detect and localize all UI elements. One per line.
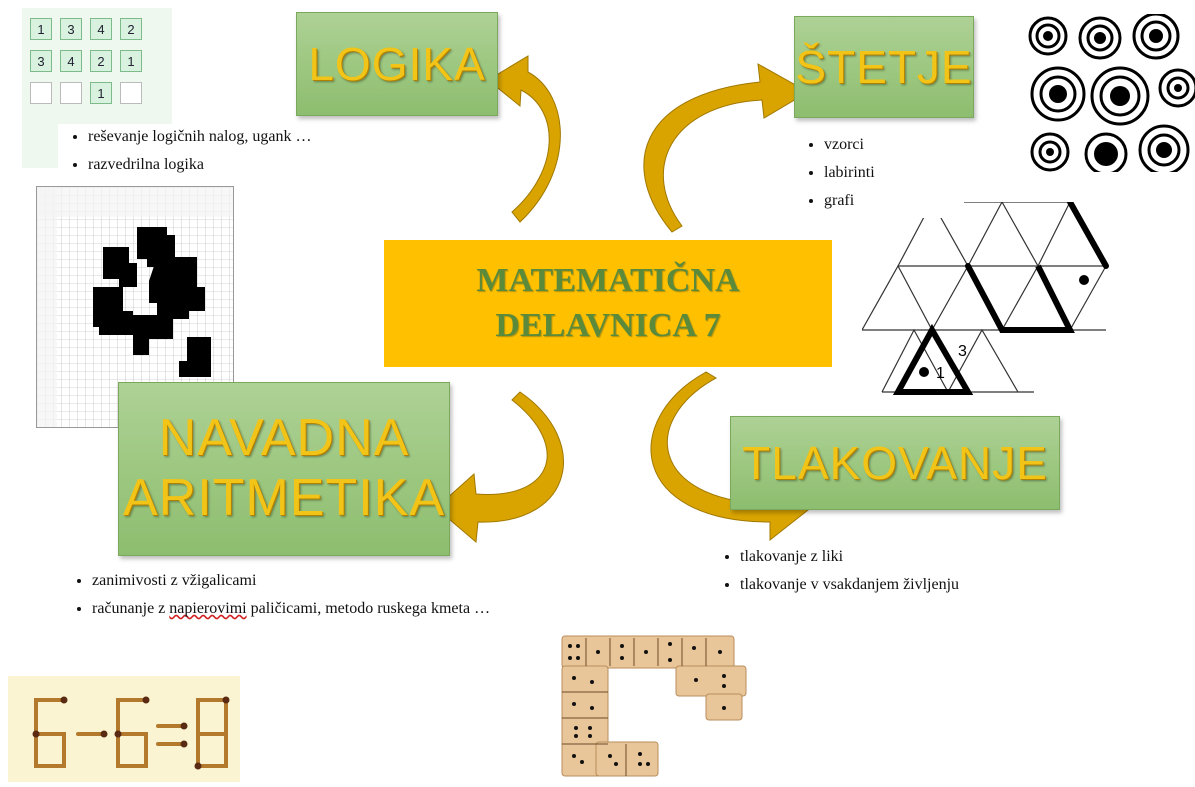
- topic-stetje-label: ŠTETJE: [795, 40, 973, 93]
- list-item: vzorci: [824, 134, 964, 156]
- triangle-maze-image: 1 3: [861, 199, 1140, 398]
- list-item: tlakovanje v vsakdanjem življenju: [740, 574, 1120, 596]
- topic-tlakovanje-box: TLAKOVANJE: [730, 416, 1060, 510]
- grid-cell: 1: [30, 18, 52, 40]
- matchstick-digits: [32, 696, 230, 770]
- matchstick-equation-image: [8, 676, 240, 782]
- list-item: labirinti: [824, 162, 964, 184]
- grid-cell: [120, 82, 142, 104]
- center-title-box: MATEMATIČNA DELAVNICA 7: [384, 240, 832, 367]
- triangle-label-1: 1: [936, 365, 945, 382]
- spellcheck-word: napierovimi: [169, 600, 247, 617]
- grid-cell: [60, 82, 82, 104]
- concentric-circles-pattern-image: [1028, 14, 1195, 172]
- grid-cell: 4: [60, 50, 82, 72]
- topic-logika-label: LOGIKA: [308, 37, 486, 90]
- triangle-grid: 1 3: [861, 199, 1109, 395]
- dominoes-image: [556, 632, 770, 782]
- topic-logika-box: LOGIKA: [296, 12, 498, 116]
- list-item: tlakovanje z liki: [740, 546, 1120, 568]
- circles-pattern: [1028, 14, 1195, 172]
- list-item: grafi: [824, 190, 964, 212]
- grid-cell: 3: [30, 50, 52, 72]
- arrow-to-aritmetika: [435, 391, 564, 543]
- grid-cell: 2: [120, 18, 142, 40]
- grid-cell: 1: [120, 50, 142, 72]
- aritmetika-list: zanimivosti z vžigalicami računanje z na…: [62, 570, 532, 626]
- grid-cell: 3: [60, 18, 82, 40]
- list-item-text: računanje z: [92, 600, 170, 617]
- list-item-text: paličicami, metodo ruskega kmeta …: [246, 600, 491, 617]
- grid-cell: 2: [90, 50, 112, 72]
- stetje-list: vzorci labirinti grafi: [794, 134, 964, 218]
- arrow-to-stetje: [643, 63, 810, 233]
- center-title-line2: DELAVNICA 7: [495, 306, 721, 344]
- triangle-label-3: 3: [958, 343, 967, 360]
- logika-list: reševanje logičnih nalog, ugank … razved…: [58, 124, 448, 182]
- tlakovanje-list: tlakovanje z liki tlakovanje v vsakdanje…: [710, 546, 1120, 602]
- topic-tlakovanje-label: TLAKOVANJE: [742, 436, 1048, 489]
- arrow-to-logika: [487, 55, 561, 223]
- list-item: razvedrilna logika: [88, 154, 448, 176]
- domino-tiles: [561, 635, 747, 777]
- grid-cell: 1: [90, 82, 112, 104]
- list-item: računanje z napierovimi paličicami, meto…: [92, 598, 532, 620]
- grid-cell: [30, 82, 52, 104]
- center-title-line1: MATEMATIČNA: [476, 262, 740, 300]
- topic-aritmetika-label-1: NAVADNA: [158, 409, 410, 468]
- grid-cell: 4: [90, 18, 112, 40]
- topic-stetje-box: ŠTETJE: [794, 16, 974, 118]
- list-item: reševanje logičnih nalog, ugank …: [88, 126, 448, 148]
- topic-aritmetika-box: NAVADNA ARITMETIKA: [118, 382, 450, 556]
- list-item: zanimivosti z vžigalicami: [92, 570, 532, 592]
- topic-aritmetika-label-2: ARITMETIKA: [122, 469, 446, 527]
